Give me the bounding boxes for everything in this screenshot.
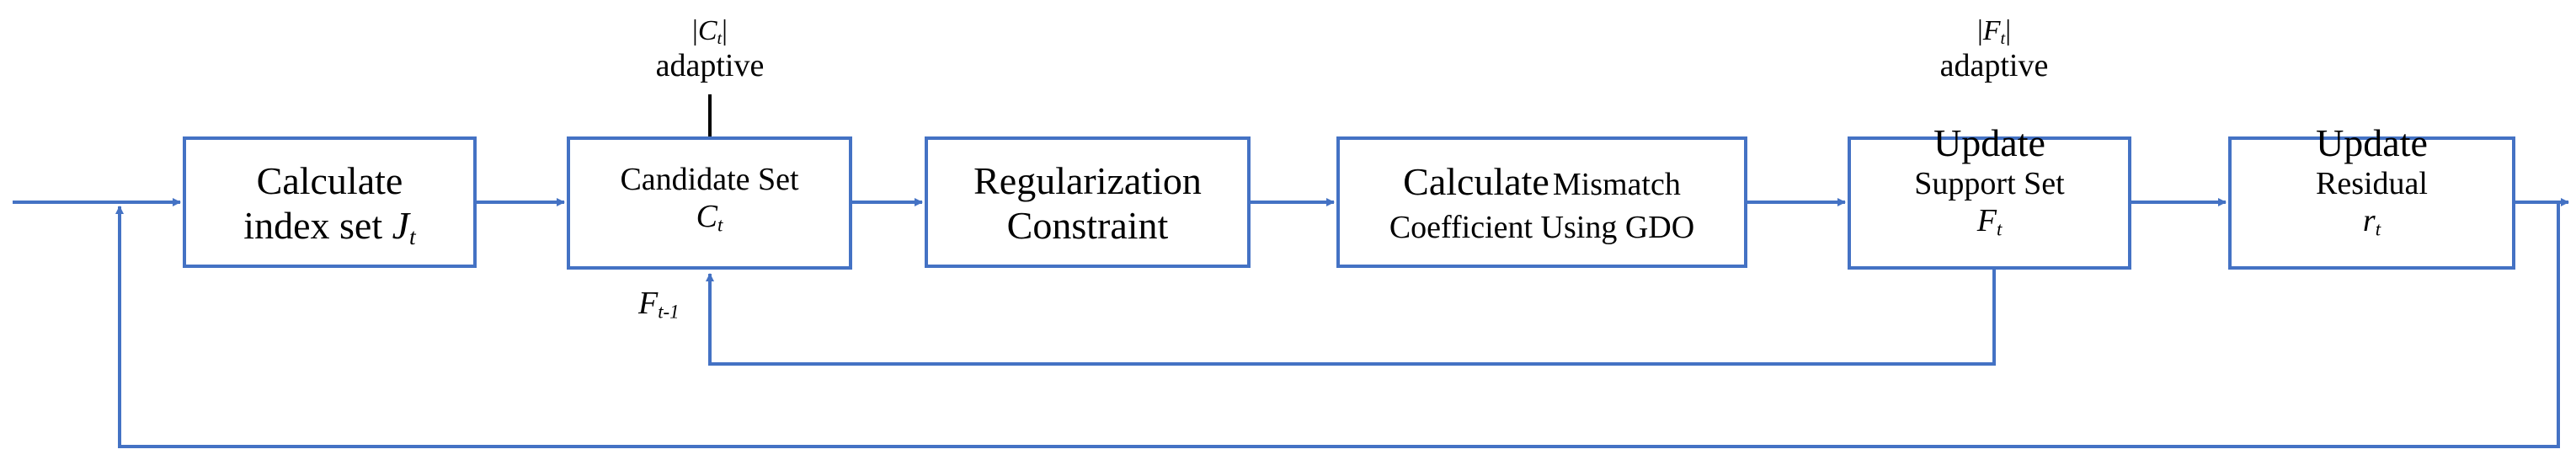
block-4-line-1: Calculate Mismatch <box>1403 160 1681 203</box>
mismatch-coefficient-block: Calculate Mismatch Coefficient Using GDO <box>1336 136 1747 268</box>
block-6-line-1: Update <box>2316 121 2428 164</box>
feedback-label: Ft-1 <box>638 286 680 323</box>
block-2-line-2: Ct <box>696 198 723 236</box>
block-5-line-3: Ft <box>1976 202 2003 240</box>
block-1-line-1: Calculate <box>256 159 403 202</box>
block-3-line-2: Constraint <box>1006 203 1169 247</box>
support-feedback-arrow <box>706 270 1996 366</box>
ft-magnitude: |Ft| <box>1976 15 2012 49</box>
outer-feedback-arrow <box>115 202 2560 448</box>
block-5-line-1: Update <box>1933 121 2045 164</box>
block-1-line-2: index set Jt <box>243 203 416 249</box>
block-6-line-3: rt <box>2362 202 2381 240</box>
block-3-line-1: Regularization <box>973 159 1202 202</box>
block-4-line-2: Coefficient Using GDO <box>1389 209 1695 245</box>
ct-adaptive-word: adaptive <box>655 47 765 83</box>
update-residual-block: Update Residual rt <box>2228 121 2515 270</box>
ct-magnitude: |Ct| <box>692 15 728 49</box>
ft-adaptive-word: adaptive <box>1939 47 2049 83</box>
candidate-set-block: Candidate Set Ct <box>567 136 852 270</box>
connectors <box>13 198 2569 448</box>
ft-adaptive-label: |Ft| adaptive <box>1910 15 2078 83</box>
calculate-index-set-block: Calculate index set Jt <box>183 136 477 268</box>
block-2-line-1: Candidate Set <box>620 162 799 197</box>
update-support-set-block: Update Support Set Ft <box>1848 121 2131 270</box>
ct-adaptive-label: |Ct| adaptive <box>626 15 794 83</box>
block-6-line-2: Residual <box>2316 165 2428 201</box>
block-5-line-2: Support Set <box>1914 165 2065 201</box>
regularization-constraint-block: Regularization Constraint <box>925 136 1251 268</box>
